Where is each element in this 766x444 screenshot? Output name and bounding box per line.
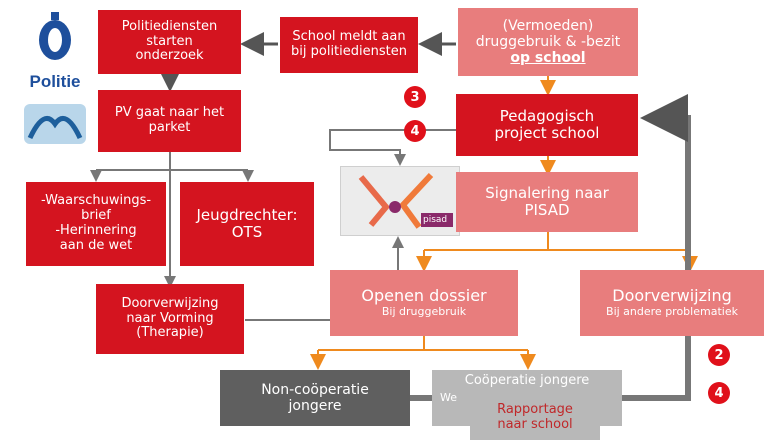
badge-2: 2 [708,344,730,366]
box-jeugdrechter: Jeugdrechter: OTS [180,182,314,266]
box-school-meldt-aan: School meldt aan bij politiediensten [280,17,418,73]
box-pv-parket: PV gaat naar het parket [98,90,241,152]
box-politiediensten-onderzoek: Politiediensten starten onderzoek [98,10,241,74]
box-doorverwijzing: Doorverwijzing Bij andere problematiek [580,270,764,336]
pisad-hands-icon [358,172,453,229]
box-pedagogisch-project: Pedagogisch project school [456,94,638,156]
badge-3: 3 [404,86,426,108]
politie-logo-text: Politie [29,72,81,91]
politie-logo: Politie [22,6,88,146]
justice-logo-icon [24,104,86,144]
box-signalering-pisad: Signalering naar PISAD [456,172,638,232]
box-vermoeden-druggebruik: (Vermoeden) druggebruik & -bezit op scho… [458,8,638,76]
box-doorverwijzing-vorming: Doorverwijzing naar Vorming (Therapie) [96,284,244,354]
box-rapportage: Rapportage naar school [470,396,600,440]
box-openen-dossier: Openen dossier Bij druggebruik [330,270,518,336]
pisad-label: pisad [423,215,448,225]
box-waarschuwingsbrief: -Waarschuwings- brief -Herinnering aan d… [26,182,166,266]
grenade-icon [39,12,71,60]
box-non-cooperatie: Non-coöperatie jongere [220,370,410,426]
badge-4-top: 4 [404,120,426,142]
badge-4-bottom: 4 [708,382,730,404]
pisad-logo: pisad [340,166,460,236]
